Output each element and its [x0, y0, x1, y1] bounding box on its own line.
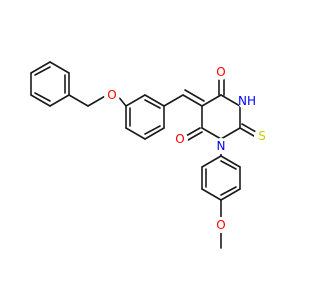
- ring-nitrogen-atom: N: [213, 138, 229, 154]
- bond: [125, 127, 146, 140]
- bond: [144, 127, 165, 140]
- bond: [220, 186, 237, 196]
- bond: [239, 127, 255, 137]
- atom-label: O: [175, 132, 184, 146]
- bond: [87, 94, 108, 107]
- methoxy-oxygen-atom: O: [213, 217, 229, 233]
- bond: [220, 127, 241, 140]
- bond: [220, 155, 241, 168]
- nh-atom: NH: [238, 92, 256, 110]
- bond: [144, 125, 161, 135]
- bond: [163, 94, 184, 107]
- bond: [30, 94, 51, 107]
- bond: [49, 61, 70, 74]
- bond: [201, 155, 222, 168]
- bond: [220, 94, 241, 107]
- bond: [144, 94, 165, 107]
- structure-diagram: O O O O NH N S: [30, 61, 270, 249]
- bond: [34, 66, 51, 76]
- bond: [184, 89, 205, 102]
- molecule-canvas: O O O O NH N S: [30, 61, 270, 249]
- bond: [125, 94, 146, 107]
- bond: [201, 188, 222, 201]
- bond: [34, 92, 51, 102]
- bond: [241, 123, 257, 133]
- bond: [68, 94, 89, 107]
- bond: [220, 160, 237, 170]
- bond: [49, 94, 70, 107]
- atom-label: NH: [238, 94, 256, 108]
- bond: [185, 127, 201, 137]
- atom-label: O: [216, 65, 225, 79]
- atom-label: N: [217, 139, 226, 153]
- atom-label: O: [216, 218, 225, 232]
- bond: [201, 94, 222, 107]
- bond: [144, 99, 161, 109]
- bond: [201, 127, 222, 140]
- bond: [187, 131, 203, 141]
- ether-oxygen-atom: O: [104, 87, 120, 103]
- bond: [30, 61, 51, 74]
- thione-sulfur-atom: S: [254, 128, 270, 144]
- bond: [220, 188, 241, 201]
- carbonyl-oxygen-atom-left: O: [172, 131, 188, 147]
- atom-label: S: [258, 129, 266, 143]
- atom-label-layer: O O O O NH N S: [104, 64, 270, 233]
- carbonyl-oxygen-atom-top: O: [213, 64, 229, 80]
- bond: [182, 94, 203, 107]
- atom-label: O: [107, 88, 116, 102]
